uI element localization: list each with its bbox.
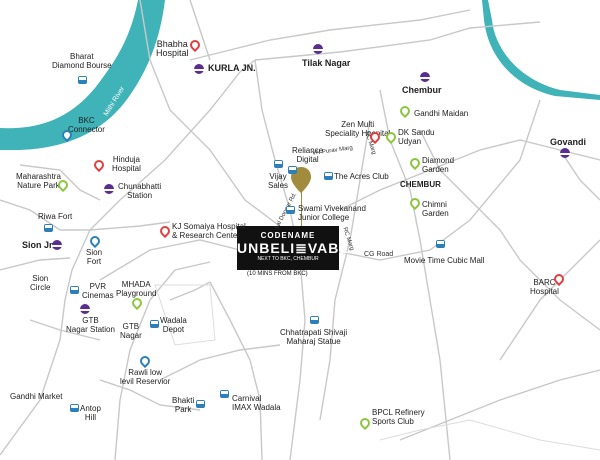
place-zen-multi: Zen Multi Speciality Hospital <box>325 120 390 138</box>
place-bpcl: BPCL Refinery Sports Club <box>372 408 425 426</box>
place-rawli: Rawli low levil Reservior <box>120 368 171 386</box>
bus-stop-icon <box>150 320 159 328</box>
place-sion-fort: Sion Fort <box>86 248 103 266</box>
creek-left <box>0 135 20 150</box>
place-diamond-garden: Diamond Garden <box>422 156 455 174</box>
place-kurla-jn: KURLA JN. <box>208 63 256 73</box>
metro-station-icon <box>560 148 570 158</box>
place-hinduja: Hinduja Hospital <box>112 155 141 173</box>
project-label[interactable]: CODENAME UNBELI≣VABLE NEXT TO BKC, CHEMB… <box>237 226 360 270</box>
project-tagline: NEXT TO BKC, CHEMBUR <box>257 256 319 262</box>
place-carnival: Carnival IMAX Wadala <box>232 394 281 412</box>
bus-stop-icon <box>196 400 205 408</box>
place-gtb-nagar: GTB Nagar <box>120 322 142 340</box>
place-bkc-connector: BKC Connector <box>68 116 105 134</box>
place-chunabhatti: Chunabhatti Station <box>118 182 162 200</box>
place-maharashtra-nature-park: Maharashtra Nature Park <box>16 172 61 190</box>
place-pvr: PVR Cinemas <box>82 282 114 300</box>
project-codename: CODENAME <box>260 231 316 240</box>
place-dk-sandu: DK Sandu Udyan <box>398 128 435 146</box>
place-chembur-station: Chembur <box>402 85 442 95</box>
place-chhatrapati: Chhatrapati Shivaji Maharaj Statue <box>280 328 348 346</box>
place-govandi: Govandi <box>550 137 587 147</box>
street-cg-road: CG Road <box>364 251 394 258</box>
metro-station-icon <box>194 64 204 74</box>
place-acres-club: The Acres Club <box>334 172 389 181</box>
bus-stop-icon <box>436 240 445 248</box>
place-sion-jn: Sion Jn. <box>22 240 58 250</box>
place-tilak-nagar: Tilak Nagar <box>302 58 351 68</box>
mithi-river <box>0 0 165 150</box>
bus-stop-icon <box>288 166 297 174</box>
place-barc: BARC Hospital <box>530 278 559 296</box>
bus-stop-icon <box>274 160 283 168</box>
bus-stop-icon <box>70 404 79 412</box>
metro-station-icon <box>313 44 323 54</box>
place-antop-hill: Antop Hill <box>80 404 101 422</box>
place-reliance-digital: Reliance Digital <box>292 146 324 164</box>
metro-station-icon <box>420 72 430 82</box>
place-swami-vivekanand: Swami Vivekanand Junior College <box>298 204 366 222</box>
project-name: UNBELI≣VABLE <box>237 240 360 256</box>
place-bhakti-park: Bhakti Park <box>172 396 195 414</box>
metro-station-icon <box>80 304 90 314</box>
place-gandhi-maidan: Gandhi Maidan <box>414 109 469 118</box>
bus-stop-icon <box>70 286 79 294</box>
place-chembur-area: CHEMBUR <box>400 180 441 189</box>
bus-stop-icon <box>286 206 295 214</box>
place-riwa-fort: Riwa Fort <box>38 212 73 221</box>
project-pin-line <box>301 192 302 226</box>
place-movie-time: Movie Time Cubic Mall <box>404 256 485 265</box>
place-kj-somaiya: KJ Somaiya Hospital & Research Center <box>172 222 246 240</box>
place-vijay-sales: Vijay Sales <box>268 172 289 190</box>
bus-stop-icon <box>78 76 87 84</box>
place-sion-circle: Sion Circle <box>30 274 51 292</box>
place-mhada: MHADA Playground <box>116 280 157 298</box>
metro-station-icon <box>104 184 114 194</box>
creek-top-right <box>482 0 600 100</box>
bus-stop-icon <box>220 390 229 398</box>
place-gtb-station: GTB Nagar Station <box>66 316 115 334</box>
place-gandhi-market: Gandhi Market <box>10 392 63 401</box>
bus-stop-icon <box>44 224 53 232</box>
metro-station-icon <box>52 240 62 250</box>
place-bhabha-hospital: Bhabha Hospital <box>156 39 189 58</box>
place-chimni-garden: Chimni Garden <box>422 200 449 218</box>
project-distance: (10 MINS FROM BKC) <box>247 271 308 277</box>
place-bharat-diamond-bourse: Bharat Diamond Bourse <box>52 52 112 70</box>
place-wadala-depot: Wadala Depot <box>160 316 187 334</box>
bus-stop-icon <box>310 316 319 324</box>
bus-stop-icon <box>324 172 333 180</box>
